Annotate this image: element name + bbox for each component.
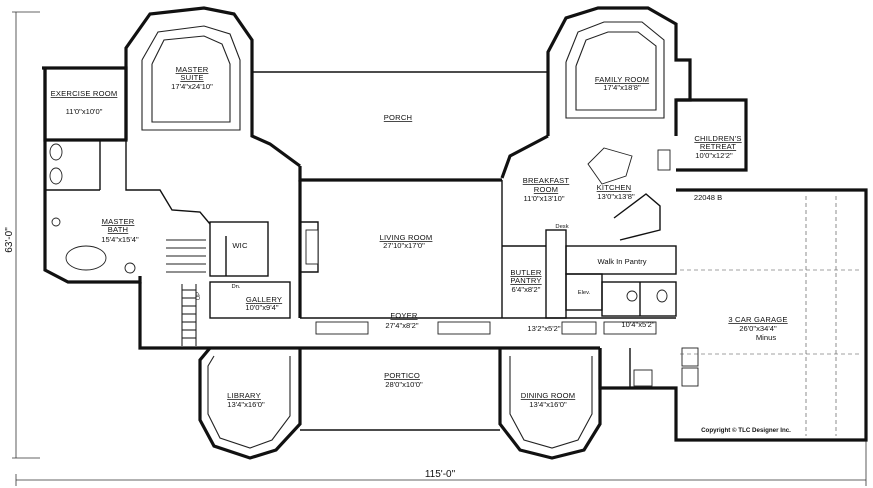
toilet-icon <box>49 167 63 185</box>
butler-pantry-name-2: PANTRY <box>510 276 541 285</box>
overall-width-dimension: 115'-0" <box>425 469 456 480</box>
master-suite-dims: 17'4"x24'10" <box>171 82 213 91</box>
sink-icon <box>626 290 638 302</box>
family-room-name: FAMILY ROOM <box>595 75 649 84</box>
butler-pantry-name-1: BUTLER <box>510 268 541 277</box>
childrens-retreat-name-1: CHILDREN'S <box>694 134 741 143</box>
foyer-dims: 27'4"x8'2" <box>385 321 419 330</box>
dining-room-dims: 13'4"x16'0" <box>529 400 567 409</box>
master-bath-dims: 15'4"x15'4" <box>101 235 139 244</box>
interior-walls <box>45 21 699 449</box>
wic-name: WIC <box>232 241 248 250</box>
portico-dims: 28'0"x10'0" <box>385 380 423 389</box>
elevator-label: Elev. <box>578 290 591 296</box>
sink-icon <box>51 217 61 227</box>
portico-name: PORTICO <box>384 371 420 380</box>
stair <box>166 239 206 346</box>
childrens-retreat-dims: 10'0"x12'2" <box>695 151 733 160</box>
desk-label: Desk <box>555 224 568 230</box>
master-bath-name-2: BATH <box>108 225 129 234</box>
garage-name: 3 CAR GARAGE <box>728 315 787 324</box>
exterior-walls <box>42 6 868 460</box>
living-room-name: LIVING ROOM <box>380 233 433 242</box>
foyer-name: FOYER <box>390 311 417 320</box>
kitchen-dims: 13'0"x13'8" <box>597 192 635 201</box>
garage-dims: 26'0"x34'4" <box>739 324 777 333</box>
garage-parking-lines <box>680 196 862 436</box>
plan-number: 22048 B <box>694 193 722 202</box>
gallery-dims: 10'0"x9'4" <box>245 303 279 312</box>
laundry-dims: 10'4"x5'2" <box>621 320 655 329</box>
stair-up-label: UP <box>196 292 202 300</box>
exercise-room-dims: 11'0"x10'0" <box>66 107 103 116</box>
copyright-notice: Copyright © TLC Designer Inc. <box>701 427 791 434</box>
library-dims: 13'4"x16'0" <box>227 400 265 409</box>
hall-dims: 13'2"x5'2" <box>527 324 561 333</box>
toilet-icon <box>656 289 668 303</box>
family-room-dims: 17'4"x18'8" <box>603 83 641 92</box>
kitchen-name: KITCHEN <box>597 183 632 192</box>
exercise-room-name: EXERCISE ROOM <box>51 89 118 98</box>
living-room-dims: 27'10"x17'0" <box>383 241 425 250</box>
dining-room-name: DINING ROOM <box>521 391 576 400</box>
master-bath-name-1: MASTER <box>102 217 135 226</box>
master-suite-name-2: SUITE <box>180 73 203 82</box>
sink-icon <box>124 262 136 274</box>
stair-down-label: Dn. <box>231 284 240 290</box>
breakfast-room-name-1: BREAKFAST <box>523 176 570 185</box>
plumbing-fixtures <box>49 143 668 303</box>
walk-in-pantry-name: Walk In Pantry <box>597 257 646 266</box>
dimension-lines <box>12 11 867 486</box>
porch-name: PORCH <box>384 113 412 122</box>
room-labels: EXERCISE ROOM 11'0"x10'0" MASTER SUITE 1… <box>4 65 791 480</box>
childrens-retreat-name-2: RETREAT <box>700 142 736 151</box>
library-name: LIBRARY <box>227 391 261 400</box>
master-suite-name-1: MASTER <box>176 65 209 74</box>
garage-note: Minus <box>756 333 776 342</box>
bathtub-icon <box>65 245 107 271</box>
breakfast-room-name-2: ROOM <box>534 185 558 194</box>
toilet-icon <box>49 143 63 161</box>
overall-depth-dimension: 63'-0" <box>4 227 15 253</box>
gallery-name: GALLERY <box>246 295 282 304</box>
butler-pantry-dims: 6'4"x8'2" <box>512 285 541 294</box>
breakfast-room-dims: 11'0"x13'10" <box>523 194 564 203</box>
